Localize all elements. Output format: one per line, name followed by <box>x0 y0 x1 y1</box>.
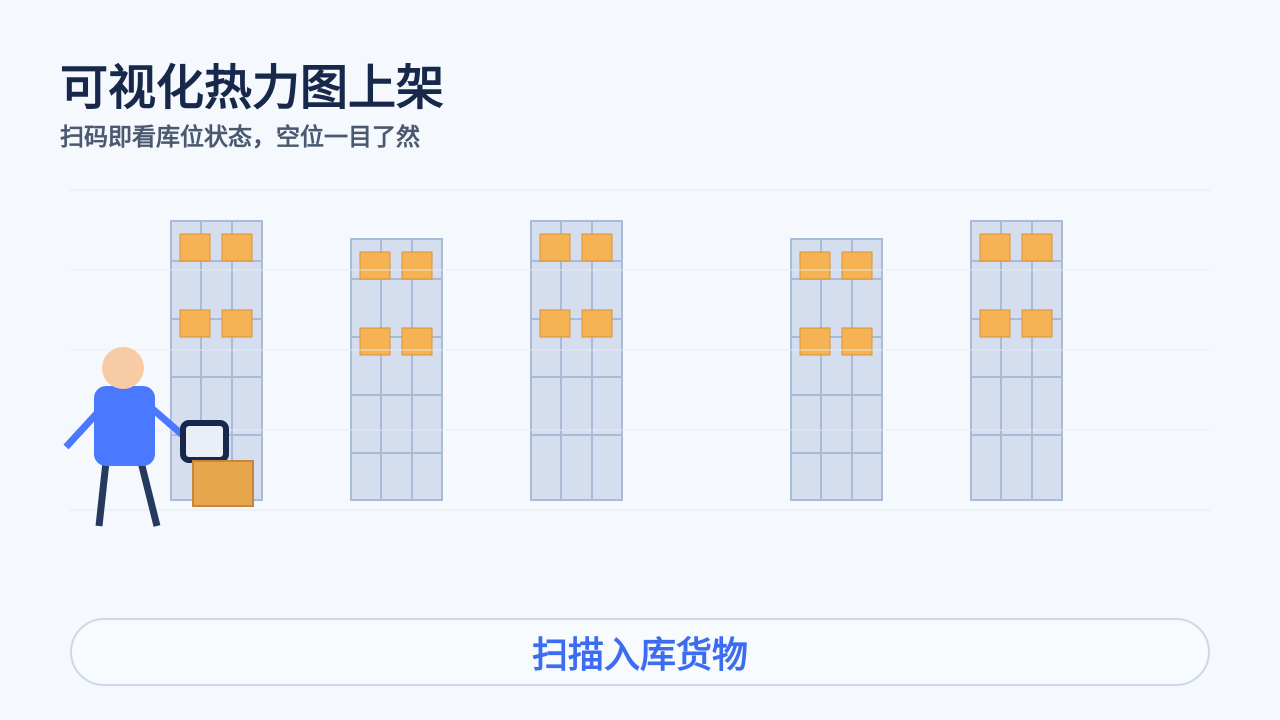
rack-frame <box>790 238 883 501</box>
occupied-slot[interactable] <box>1021 233 1053 262</box>
occupied-slot[interactable] <box>979 309 1011 338</box>
scan-button-label: 扫描入库货物 <box>531 634 748 676</box>
shelf-rack[interactable] <box>790 238 883 501</box>
shelf-rack[interactable] <box>970 220 1063 501</box>
rack-frame <box>350 238 443 501</box>
shelf-rack[interactable] <box>350 238 443 501</box>
occupied-slot[interactable] <box>539 309 571 338</box>
shelf-rack[interactable] <box>170 220 263 501</box>
guide-lines-overlay <box>70 269 1210 431</box>
worker-head <box>102 347 144 389</box>
rack-frame <box>530 220 623 501</box>
occupied-slot[interactable] <box>179 233 211 262</box>
page-subtitle: 扫码即看库位状态，空位一目了然 <box>60 122 420 151</box>
occupied-slot[interactable] <box>799 327 831 356</box>
occupied-slot[interactable] <box>221 309 253 338</box>
person-with-scanner-icon <box>63 347 254 527</box>
worker-body <box>94 386 155 466</box>
rack-frame <box>970 220 1063 501</box>
shelf-rack[interactable] <box>530 220 623 501</box>
occupied-slot[interactable] <box>539 233 571 262</box>
occupied-slot[interactable] <box>359 327 391 356</box>
page-title: 可视化热力图上架 <box>60 60 445 116</box>
occupied-slot[interactable] <box>841 251 873 280</box>
occupied-slot[interactable] <box>979 233 1011 262</box>
occupied-slot[interactable] <box>799 251 831 280</box>
handheld-scanner-icon <box>180 420 229 463</box>
cardboard-box-icon <box>192 460 254 507</box>
occupied-slot[interactable] <box>401 327 433 356</box>
occupied-slot[interactable] <box>841 327 873 356</box>
occupied-slot[interactable] <box>401 251 433 280</box>
occupied-slot[interactable] <box>1021 309 1053 338</box>
occupied-slot[interactable] <box>359 251 391 280</box>
occupied-slot[interactable] <box>581 309 613 338</box>
occupied-slot[interactable] <box>179 309 211 338</box>
guide-lines <box>70 189 1210 511</box>
occupied-slot[interactable] <box>581 233 613 262</box>
scan-inbound-button[interactable]: 扫描入库货物 <box>70 618 1210 686</box>
occupied-slot[interactable] <box>221 233 253 262</box>
